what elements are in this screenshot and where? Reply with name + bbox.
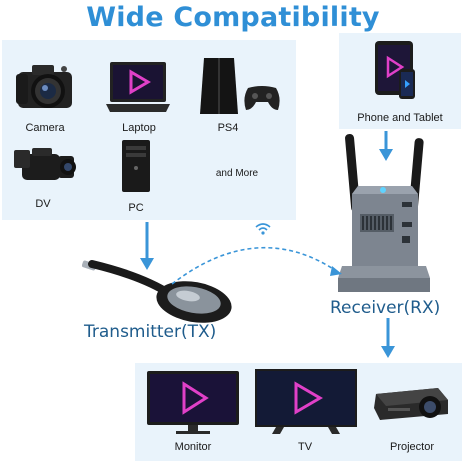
monitor-icon — [146, 370, 240, 436]
controller-icon — [242, 84, 282, 112]
dv-label: DV — [35, 198, 51, 210]
receiver-label: Receiver(RX) — [330, 298, 441, 318]
arrow-down-icon — [380, 318, 396, 360]
ps4-icon — [198, 56, 242, 116]
camera-label: Camera — [25, 122, 65, 134]
and-more-label: and More — [215, 168, 259, 179]
transmitter-icon — [82, 254, 234, 328]
arrow-down-icon — [139, 222, 155, 272]
transmitter-label: Transmitter(TX) — [84, 322, 217, 342]
pc-label: PC — [128, 202, 144, 214]
arrow-down-icon — [378, 131, 394, 163]
camera-icon — [14, 60, 76, 116]
receiver-icon — [338, 132, 430, 298]
ps4-label: PS4 — [217, 122, 239, 134]
monitor-label: Monitor — [174, 441, 212, 453]
wifi-icon — [255, 222, 271, 236]
phone-tablet-label: Phone and Tablet — [357, 112, 443, 124]
pc-tower-icon — [116, 138, 156, 194]
laptop-label: Laptop — [122, 122, 156, 134]
wireless-link-arc — [168, 226, 348, 288]
camcorder-icon — [12, 146, 78, 190]
tv-icon — [254, 368, 358, 436]
projector-icon — [372, 382, 450, 422]
page-title: Wide Compatibility — [86, 2, 380, 33]
projector-label: Projector — [389, 441, 435, 453]
laptop-icon — [104, 60, 172, 116]
phone-icon — [398, 68, 416, 100]
tv-label: TV — [297, 441, 313, 453]
